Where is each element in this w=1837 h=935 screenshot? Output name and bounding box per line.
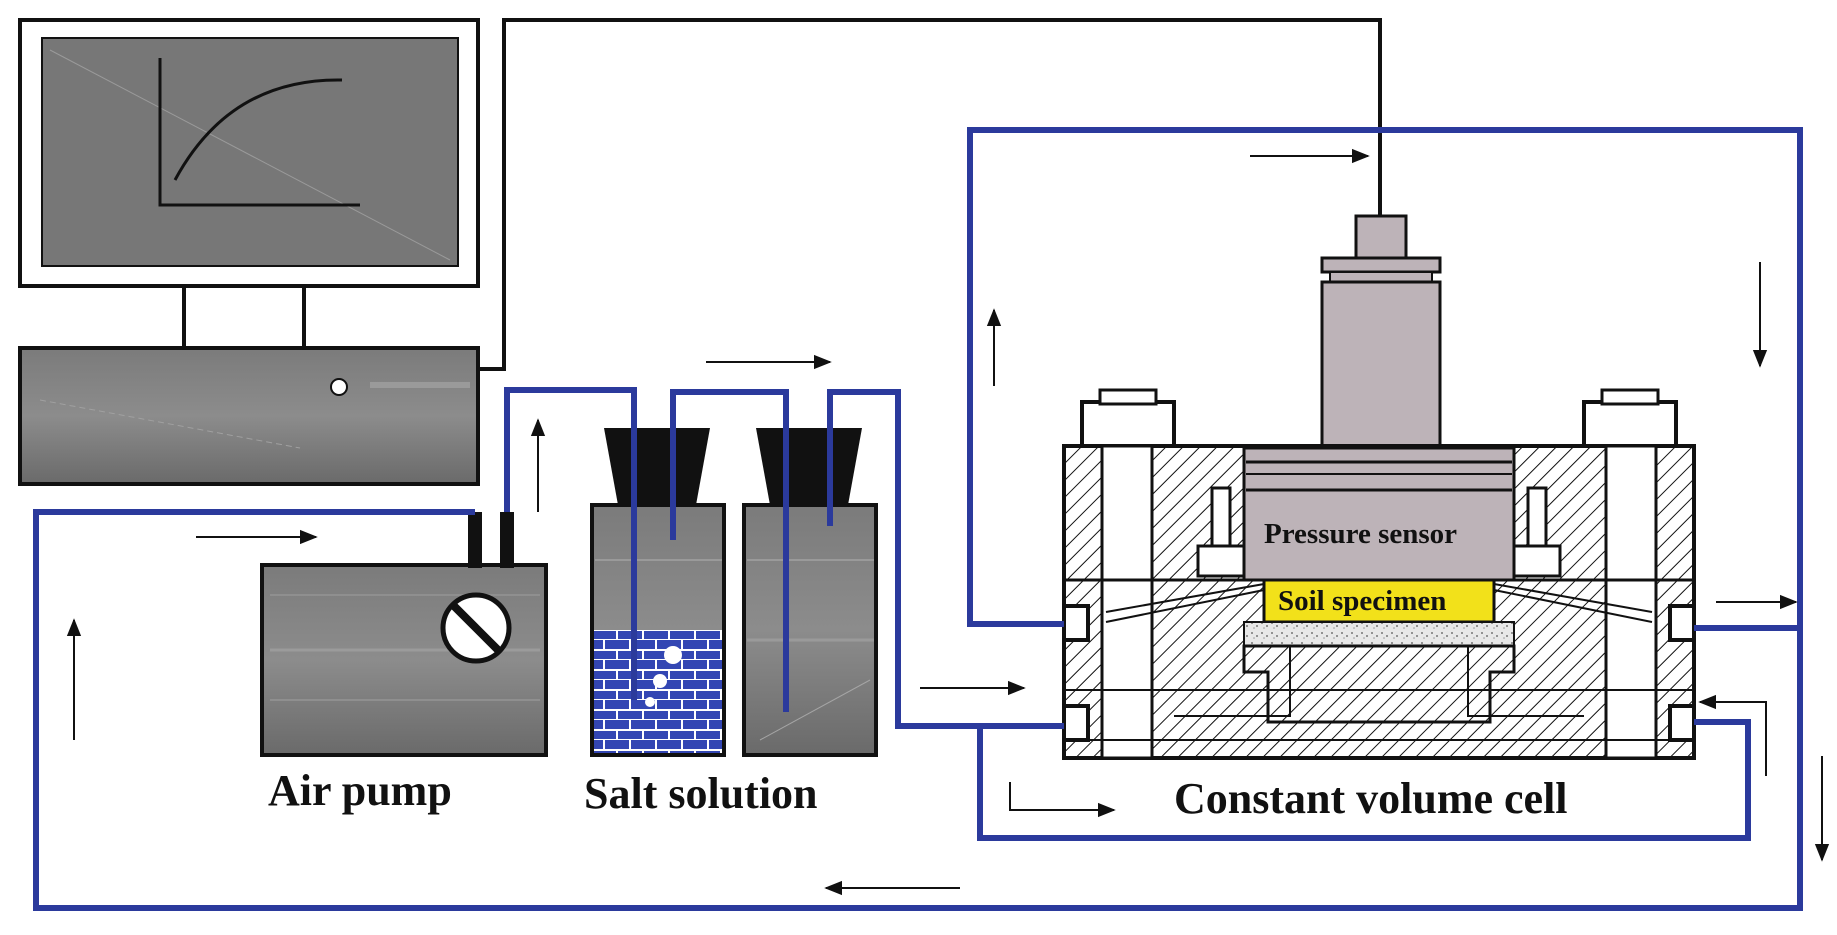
air-pump-inlet (500, 512, 514, 568)
sensor-connector (1354, 214, 1408, 260)
port-left-bottom (1062, 704, 1090, 742)
computer-case (18, 346, 480, 486)
salt-solution-label: Salt solution (584, 769, 818, 818)
bottle-2 (742, 503, 878, 757)
pipe-upper-loop (967, 127, 1803, 628)
flow-arrows (66, 148, 1830, 896)
arrow-corner-icon (1698, 694, 1767, 776)
air-pump-label: Air pump (268, 766, 452, 815)
monitor-stand (182, 284, 306, 350)
port-right-top (1668, 604, 1696, 642)
air-pump (260, 512, 548, 757)
power-button-icon (330, 378, 348, 396)
air-pump-outlet (468, 512, 482, 568)
bottle-1-stopper (604, 428, 710, 505)
sensor-body (1320, 280, 1442, 450)
pipe-pump-to-bottle1 (504, 387, 637, 700)
air-pump-body (260, 563, 548, 757)
air-pipes (33, 127, 1803, 911)
bubble-icon (653, 674, 667, 688)
screen-graph-axes (158, 58, 360, 207)
signal-wire (478, 18, 1382, 371)
bubble-icon (664, 646, 682, 664)
bubble-icon (645, 697, 655, 707)
screen-graph-curve (173, 78, 343, 181)
salt-solution-bottles (590, 428, 878, 757)
soil-specimen (1262, 578, 1496, 624)
soil-specimen-label: Soil specimen (1278, 585, 1446, 617)
port-left-top (1062, 604, 1090, 642)
pipe-lower-loop (977, 719, 1751, 841)
pipe-bottle1-to-bottle2 (670, 389, 789, 712)
sensor-chamber (1242, 446, 1516, 582)
pipe-return-loop (33, 509, 1803, 911)
bottle-2-stopper (756, 428, 862, 505)
pipe-bottle2-to-cell (827, 389, 1064, 729)
constant-volume-cell: Pressure sensor Soil specimen (1062, 214, 1696, 760)
port-right-bottom (1668, 704, 1696, 742)
sensor-flange (1320, 256, 1442, 274)
arrow-corner-icon (1009, 782, 1116, 818)
computer (18, 18, 480, 486)
constant-volume-cell-label: Constant volume cell (1174, 774, 1568, 823)
bottle-1-solution (594, 630, 722, 753)
porous-stone (1243, 621, 1515, 647)
base-cavity (1242, 644, 1516, 724)
pressure-sensor-label: Pressure sensor (1264, 518, 1457, 550)
